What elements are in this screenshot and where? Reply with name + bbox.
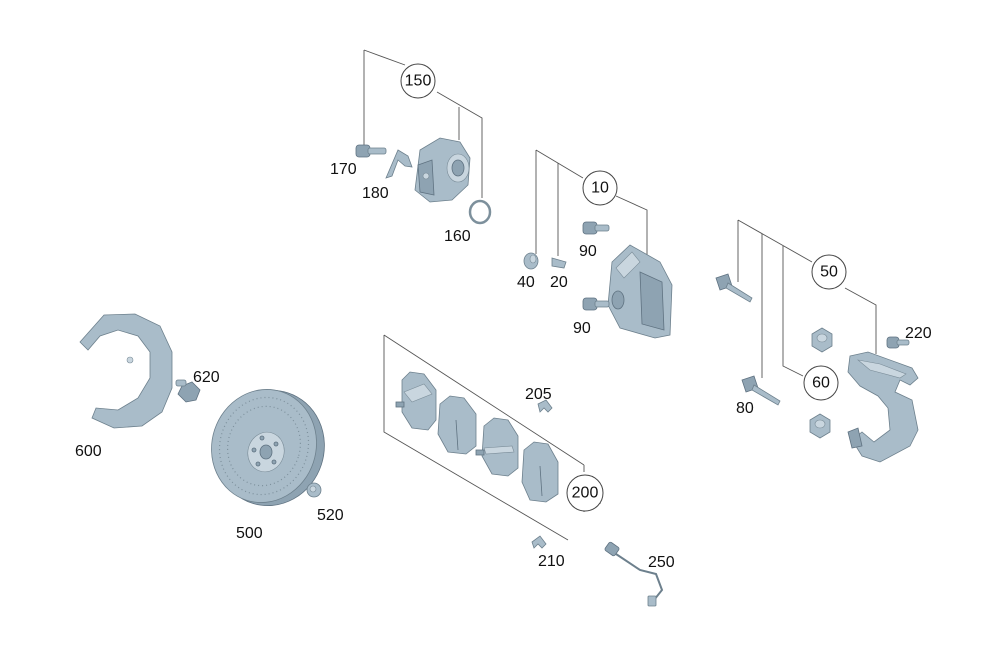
label-170: 170 — [330, 161, 357, 178]
backing-plate-600-part — [79, 313, 173, 429]
callout-200: 200 — [572, 485, 599, 502]
callout-10: 10 — [591, 180, 609, 197]
label-160: 160 — [444, 228, 471, 245]
label-210: 210 — [538, 553, 565, 570]
backing-plate-hole-icon — [126, 356, 134, 364]
leader-150 — [363, 49, 483, 198]
cap-40-part — [523, 252, 539, 270]
group-150: 150 170 180 160 — [330, 49, 492, 245]
label-20: 20 — [550, 274, 568, 291]
label-500: 500 — [236, 525, 263, 542]
callout-circle-60 — [803, 365, 839, 401]
leader-10 — [535, 149, 648, 270]
actuator-motor-part — [414, 137, 471, 203]
clip-210-part — [531, 535, 547, 549]
group-backing-plate: 600 620 — [75, 313, 220, 460]
callout-circle-10 — [582, 170, 618, 206]
label-620: 620 — [193, 369, 220, 386]
bleed-screw-20-part — [551, 257, 567, 269]
screw-520-part — [306, 482, 322, 498]
group-10: 10 90 40 20 90 — [517, 149, 673, 339]
bolt-90-lower-part — [582, 297, 610, 311]
wear-sensor-250-part — [604, 541, 664, 607]
bolt-80-part — [741, 375, 781, 406]
bolt-620-part — [175, 379, 201, 403]
label-205: 205 — [525, 386, 552, 403]
label-80: 80 — [736, 400, 754, 417]
caliper-body-part — [607, 244, 673, 339]
nut-lower-part — [809, 413, 831, 439]
callout-circle-200 — [566, 474, 604, 512]
caliper-carrier-part — [847, 351, 919, 463]
group-200: 200 205 210 — [383, 334, 604, 570]
label-220: 220 — [905, 325, 932, 342]
label-520: 520 — [317, 507, 344, 524]
label-90-lower: 90 — [573, 320, 591, 337]
callout-circle-50 — [811, 254, 847, 290]
group-brake-disc: 500 520 — [211, 389, 344, 542]
brake-disc-500-part — [211, 389, 325, 507]
label-180: 180 — [362, 185, 389, 202]
group-50: 50 220 60 80 — [715, 219, 932, 463]
label-600: 600 — [75, 443, 102, 460]
callout-60: 60 — [812, 375, 830, 392]
callout-50: 50 — [820, 264, 838, 281]
brake-pad-2-part — [437, 395, 477, 455]
label-40: 40 — [517, 274, 535, 291]
bracket-180-part — [385, 149, 413, 179]
bolt-90-upper-part — [582, 221, 610, 235]
nut-upper-part — [811, 327, 833, 353]
callout-circle-150 — [400, 63, 436, 99]
clip-205-part — [537, 399, 553, 413]
brake-pad-1-part — [395, 371, 437, 431]
label-90-upper: 90 — [579, 243, 597, 260]
brake-pad-4-part — [521, 441, 559, 503]
label-250: 250 — [648, 554, 675, 571]
brake-pad-3-part — [475, 417, 519, 477]
bolt-170-part — [355, 144, 387, 158]
leader-50 — [737, 219, 877, 378]
callout-150: 150 — [405, 73, 432, 90]
o-ring-160-part — [468, 199, 492, 225]
bolt-long-upper-part — [715, 273, 753, 303]
bolt-220-part — [886, 336, 910, 349]
